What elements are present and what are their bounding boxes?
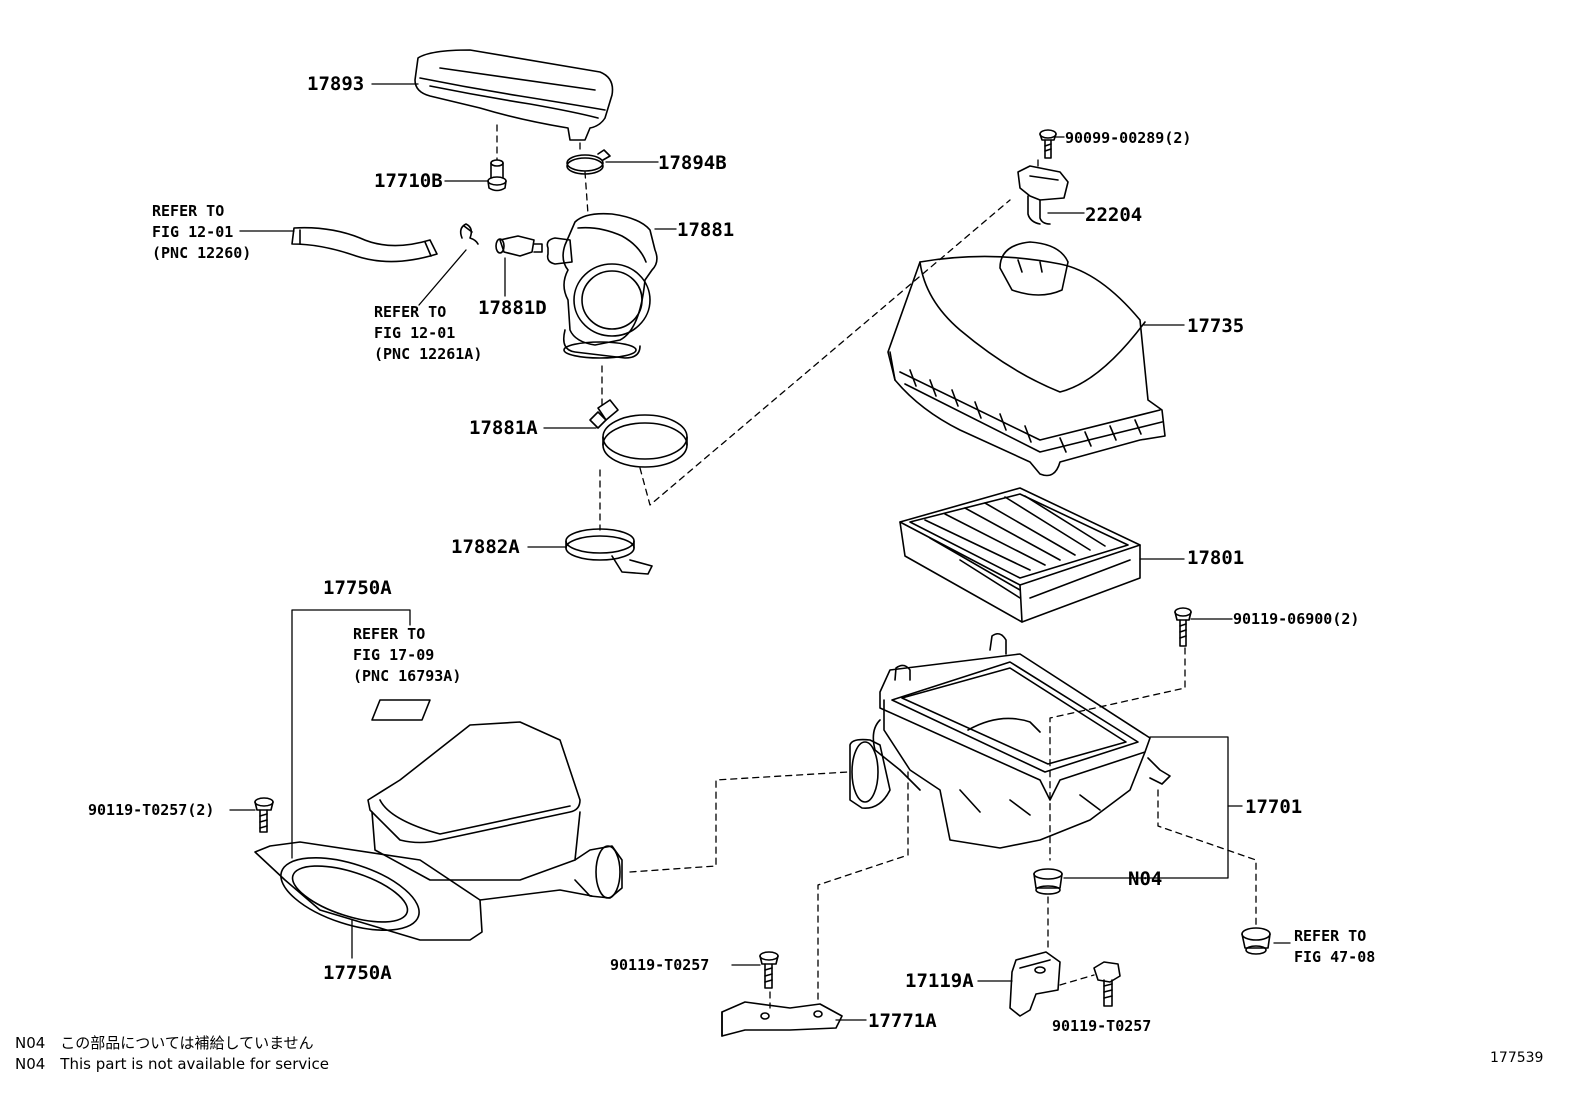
label-17710b: 17710B: [374, 170, 443, 192]
bolt-90119-t0257-2-part: [255, 798, 273, 832]
grommet-17710b-part: [488, 160, 506, 191]
label-17750a-bottom: 17750A: [323, 962, 392, 984]
label-n04: N04: [1128, 868, 1163, 890]
grommet-n04-part: [1034, 869, 1062, 894]
label-90119-t0257-2: 90119-T0257(2): [88, 801, 215, 819]
label-17119a: 17119A: [905, 970, 974, 992]
label-17701: 17701: [1245, 796, 1303, 818]
mass-air-flow-sensor-part: [1018, 166, 1068, 224]
screw-90099-part: [1040, 130, 1056, 158]
hose-clamp-17882a-part: [566, 529, 652, 574]
breather-hose-part: [292, 228, 437, 262]
air-cleaner-case-part: [850, 634, 1170, 848]
footnote-japanese: N04 この部品については補給していません: [15, 1034, 314, 1052]
air-filter-element-part: [900, 488, 1140, 622]
label-90119-t0257-a: 90119-T0257: [610, 956, 710, 974]
nipple-17881d-part: [496, 236, 542, 256]
footnote-english: N04 This part is not available for servi…: [15, 1055, 329, 1073]
hose-clip-part: [461, 224, 478, 244]
label-17882a: 17882A: [451, 536, 520, 558]
label-17894b: 17894B: [658, 152, 727, 174]
label-90099-00289: 90099-00289(2): [1065, 129, 1192, 147]
clamp-17894b-part: [567, 150, 610, 174]
bolt-90119-06900-part: [1175, 608, 1191, 646]
resonator-cover-part: [415, 50, 613, 140]
label-17881: 17881: [677, 219, 735, 241]
label-17750a-top: 17750A: [323, 577, 392, 599]
assembly-dash-lines: [497, 125, 1256, 1008]
bracket-17771a-part: [722, 1002, 842, 1036]
label-90119-t0257-b: 90119-T0257: [1052, 1017, 1152, 1035]
figure-number: 177539: [1490, 1050, 1544, 1066]
band-clamp-17881a-part: [590, 400, 687, 467]
bolt-90119-t0257-a-part: [760, 952, 778, 988]
bolt-90119-t0257-b-part: [1094, 962, 1120, 1006]
grommet-refer-47-08-part: [1242, 928, 1270, 954]
air-cleaner-cap-part: [888, 242, 1165, 476]
label-17893: 17893: [307, 73, 365, 95]
air-flow-meter-body-part: [547, 214, 657, 358]
label-22204: 22204: [1085, 204, 1143, 226]
label-17881a: 17881A: [469, 417, 538, 439]
bracket-17119a-part: [1010, 952, 1060, 1016]
label-17801: 17801: [1187, 547, 1245, 569]
leader-lines: [230, 84, 1290, 1020]
label-17881d: 17881D: [478, 297, 547, 319]
label-17735: 17735: [1187, 315, 1245, 337]
label-17771a: 17771A: [868, 1010, 937, 1032]
intake-duct-part: [255, 700, 622, 945]
label-90119-06900: 90119-06900(2): [1233, 610, 1360, 628]
